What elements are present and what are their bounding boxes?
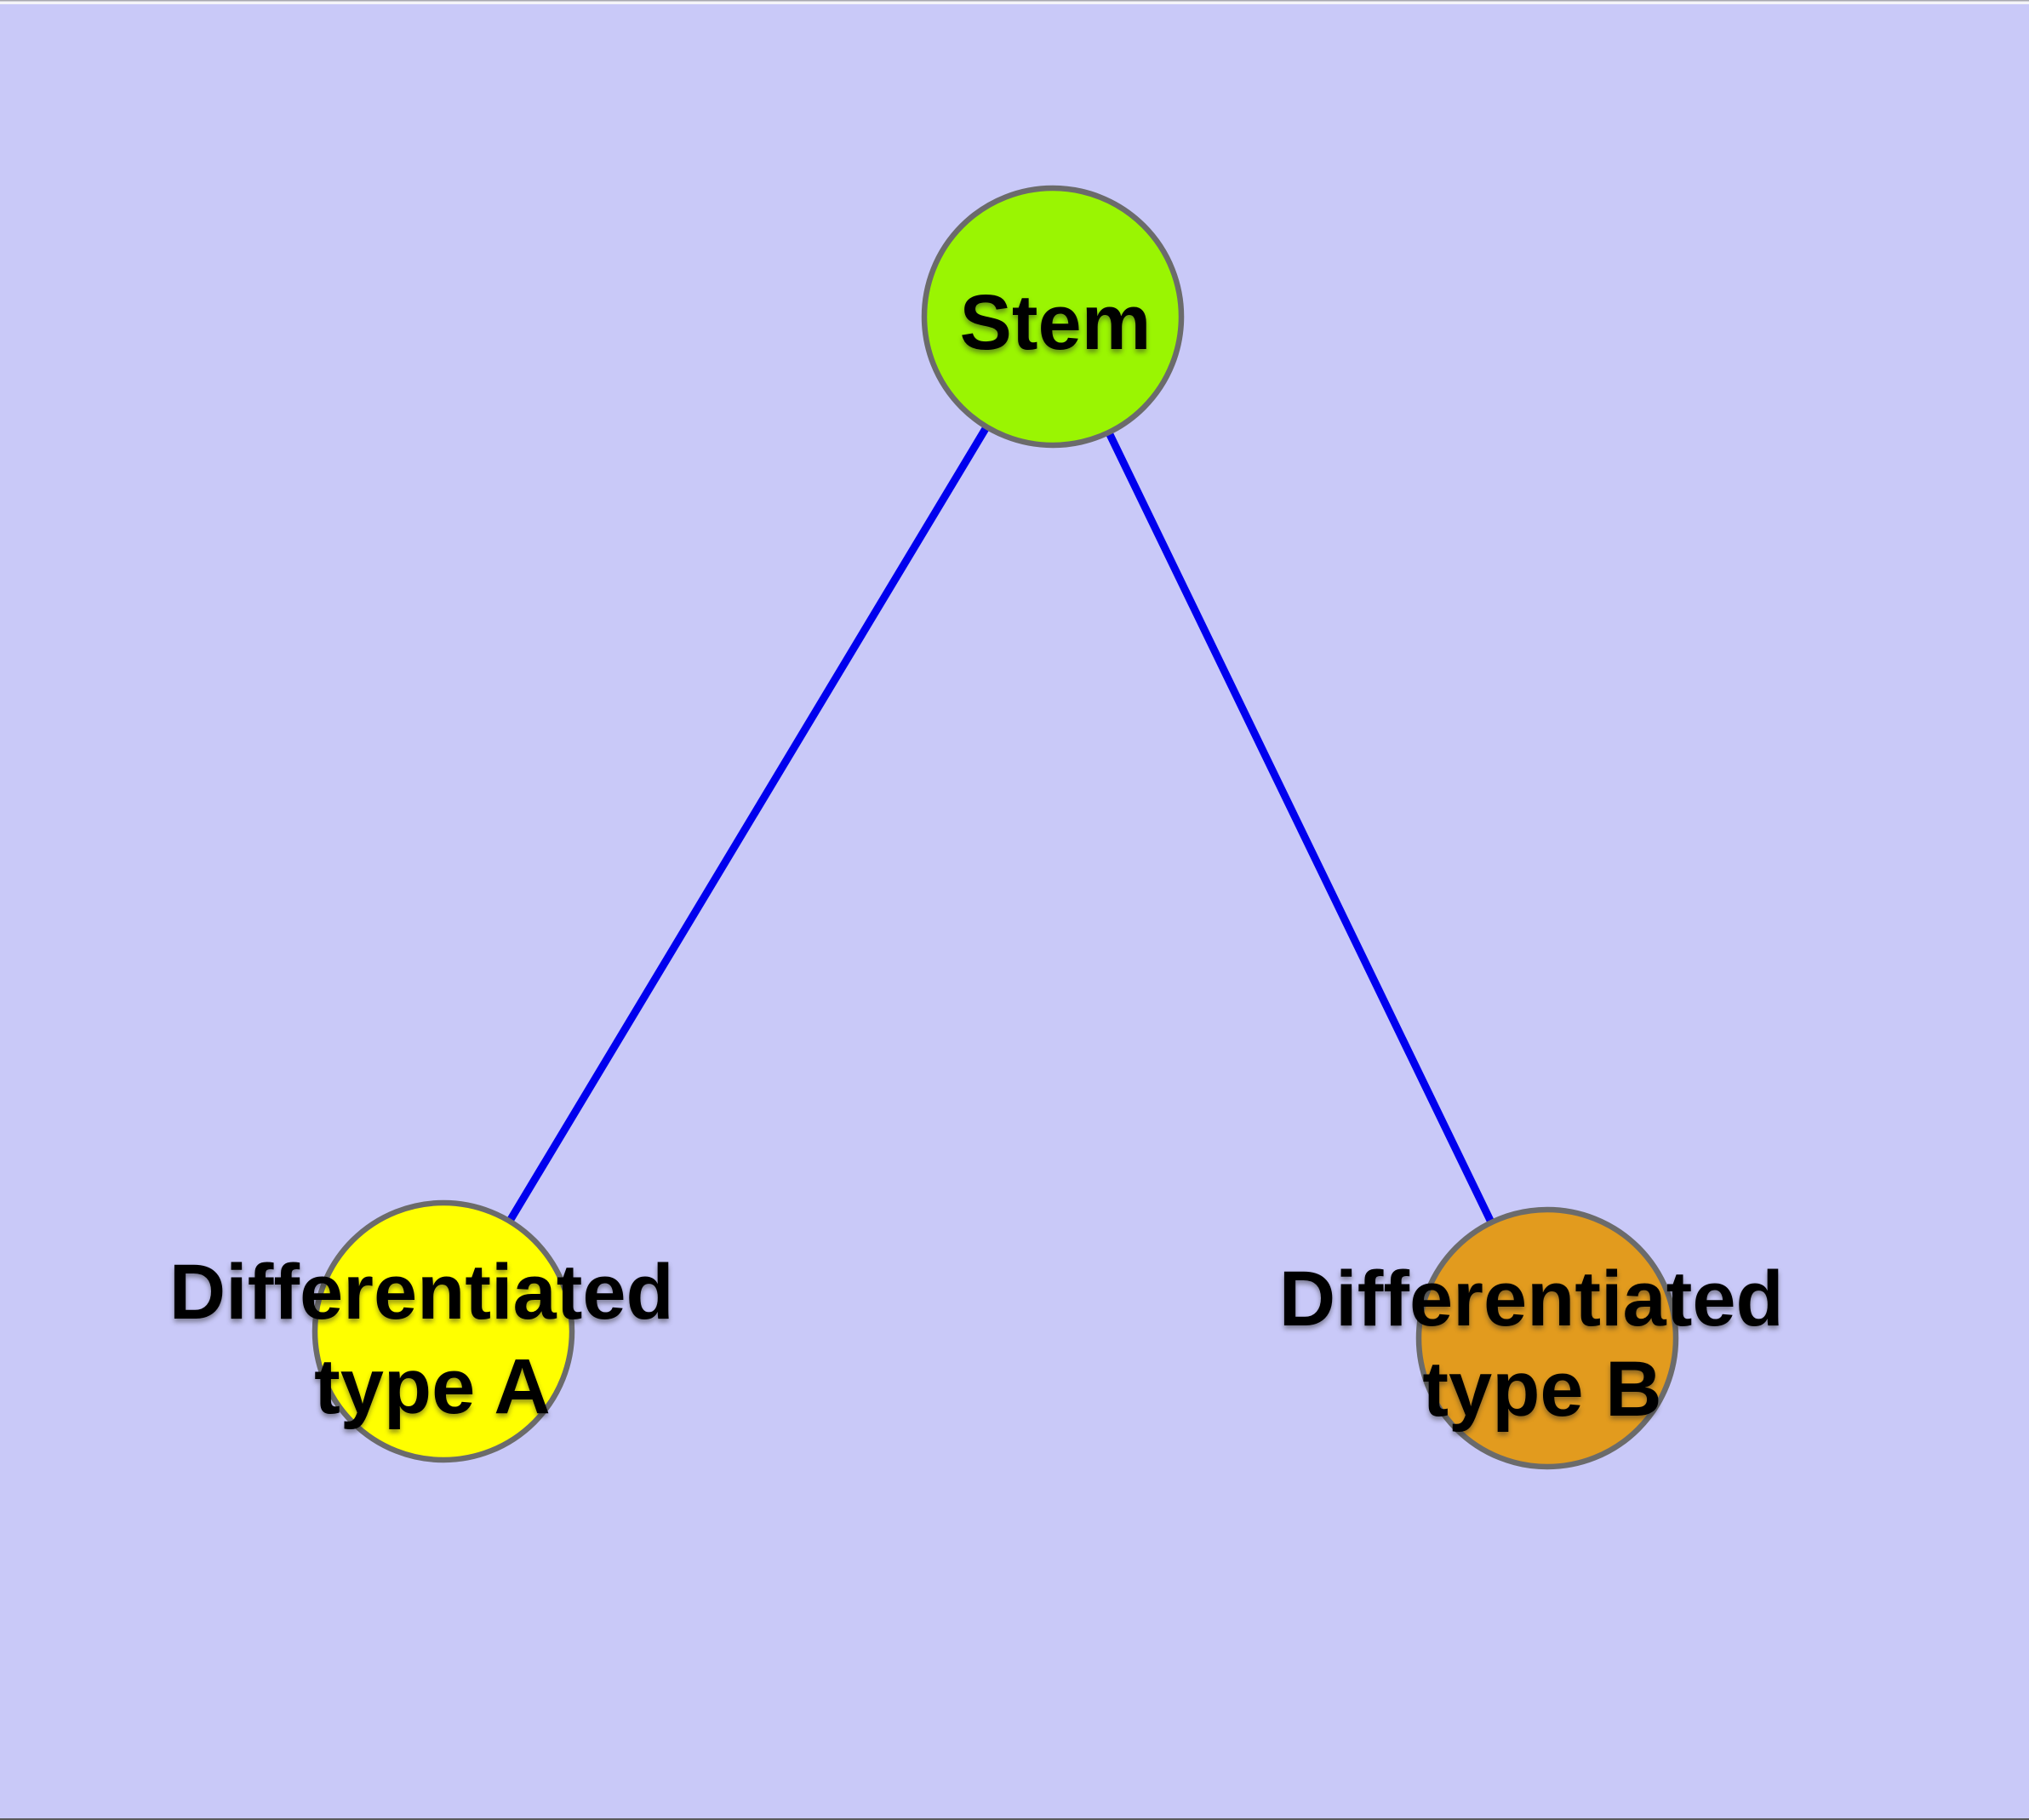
label-line: type A bbox=[314, 1343, 551, 1430]
node-differentiated-type-a-label: Differentiated type A bbox=[169, 1249, 696, 1430]
window-top-strip bbox=[0, 1, 2029, 4]
window-bottom-edge-line bbox=[0, 1818, 2029, 1820]
node-differentiated-type-b-label: Differentiated type B bbox=[1279, 1256, 1806, 1433]
node-stem-label: Stem bbox=[960, 279, 1152, 366]
node-stem bbox=[921, 185, 1185, 449]
node-differentiated-type-b bbox=[1415, 1206, 1679, 1470]
edge-stem-to-type-a bbox=[440, 314, 1056, 1334]
edge-stem-to-type-b bbox=[1049, 315, 1552, 1340]
window-top-edge-line bbox=[0, 0, 2029, 2]
label-line: Differentiated bbox=[1279, 1256, 1784, 1342]
label-line: Differentiated bbox=[169, 1249, 674, 1336]
node-differentiated-type-a bbox=[311, 1199, 575, 1463]
label-line: type B bbox=[1422, 1346, 1661, 1433]
